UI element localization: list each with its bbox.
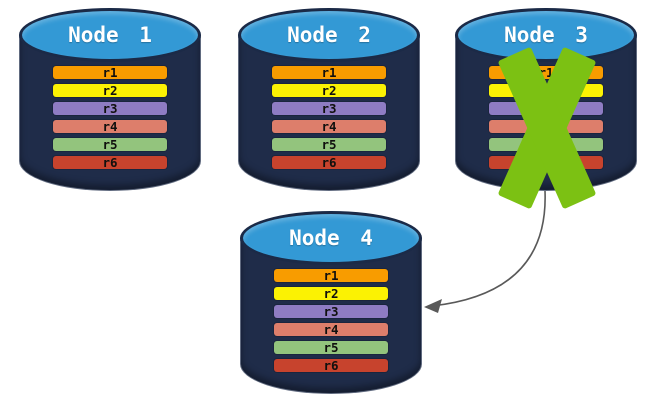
node-1-cylinder-top: Node 1 xyxy=(19,8,201,62)
row-r6: r6 xyxy=(53,156,167,169)
node-1: Node 1 r1 r2 r3 r4 r5 r6 xyxy=(19,8,201,191)
node-1-label: Node 1 xyxy=(68,23,152,47)
node-3: Node 3 r1 r2 r3 r4 r5 r6 xyxy=(455,8,637,210)
row-r2: r2 xyxy=(53,84,167,97)
row-r4: r4 xyxy=(274,323,388,336)
row-r3: r3 xyxy=(274,305,388,318)
row-r4: r4 xyxy=(272,120,386,133)
failure-cross-icon xyxy=(455,8,637,210)
node-2-rows: r1 r2 r3 r4 r5 r6 xyxy=(272,66,386,174)
node-3-cylinder-top: Node 3 xyxy=(455,8,637,62)
node-2-label: Node 2 xyxy=(287,23,371,47)
row-r4: r4 xyxy=(53,120,167,133)
row-r5: r5 xyxy=(53,138,167,151)
row-r1: r1 xyxy=(53,66,167,79)
node-4-cylinder-top: Node 4 xyxy=(240,211,422,265)
row-r6: r6 xyxy=(272,156,386,169)
arrow-head xyxy=(424,299,442,313)
row-r5: r5 xyxy=(272,138,386,151)
node-4-label: Node 4 xyxy=(289,226,373,250)
node-3-label: Node 3 xyxy=(504,23,588,47)
node-4: Node 4 r1 r2 r3 r4 r5 r6 xyxy=(240,211,422,394)
node-4-rows: r1 r2 r3 r4 r5 r6 xyxy=(274,269,388,377)
row-r2: r2 xyxy=(272,84,386,97)
row-r3: r3 xyxy=(272,102,386,115)
node-2-cylinder-top: Node 2 xyxy=(238,8,420,62)
row-r1: r1 xyxy=(274,269,388,282)
row-r6: r6 xyxy=(274,359,388,372)
row-r3: r3 xyxy=(53,102,167,115)
row-r5: r5 xyxy=(274,341,388,354)
row-r1: r1 xyxy=(272,66,386,79)
node-2: Node 2 r1 r2 r3 r4 r5 r6 xyxy=(238,8,420,191)
row-r2: r2 xyxy=(274,287,388,300)
node-1-rows: r1 r2 r3 r4 r5 r6 xyxy=(53,66,167,174)
